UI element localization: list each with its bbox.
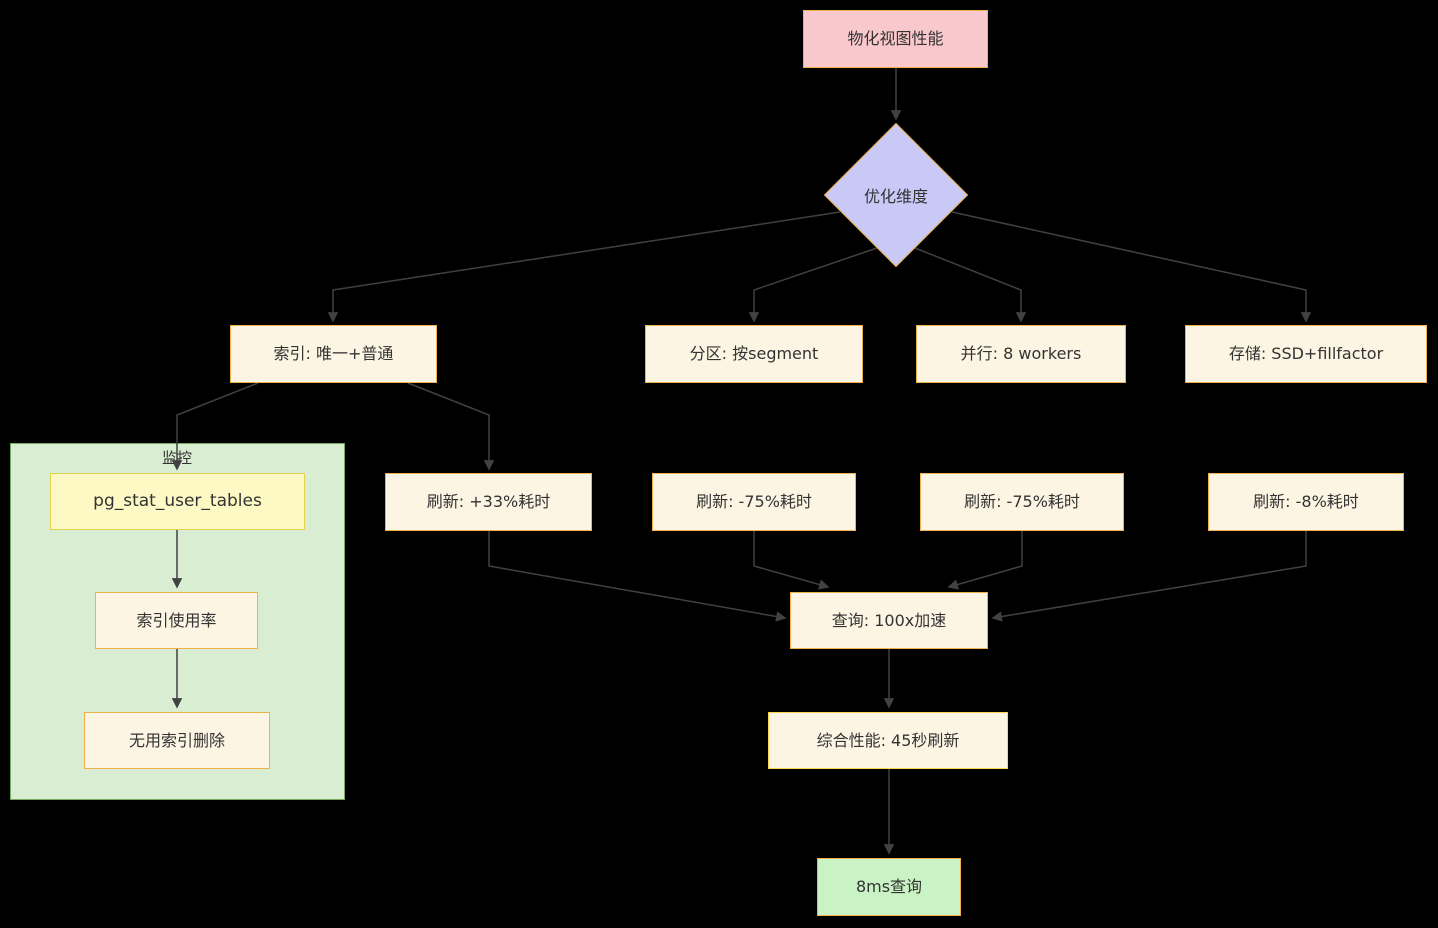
edge-decision-to-index bbox=[327, 211, 841, 323]
node-decision-diamond: 优化维度 bbox=[823, 122, 969, 268]
node-pg-stat-user-tables: pg_stat_user_tables bbox=[50, 473, 305, 530]
edge-refresh75b-to-query bbox=[947, 531, 1023, 590]
edge-decision-to-parallel bbox=[914, 247, 1027, 323]
node-result-8ms-query: 8ms查询 bbox=[817, 858, 961, 916]
node-root: 物化视图性能 bbox=[803, 10, 988, 68]
decision-diamond-label: 优化维度 bbox=[863, 187, 928, 206]
node-branch-storage: 存储: SSD+fillfactor bbox=[1185, 325, 1427, 383]
edge-decision-to-storage bbox=[951, 211, 1312, 323]
node-refresh-minus75-b: 刷新: -75%耗时 bbox=[920, 473, 1124, 531]
edge-index-to-pgstat bbox=[171, 382, 259, 471]
edge-refresh75a-to-query bbox=[753, 531, 830, 590]
node-branch-index: 索引: 唯一+普通 bbox=[230, 325, 437, 383]
node-refresh-minus75-a: 刷新: -75%耗时 bbox=[652, 473, 856, 531]
node-unused-index-delete: 无用索引删除 bbox=[84, 712, 270, 769]
node-branch-partition: 分区: 按segment bbox=[645, 325, 863, 383]
node-refresh-minus8: 刷新: -8%耗时 bbox=[1208, 473, 1404, 531]
edge-refresh8-to-query bbox=[991, 531, 1307, 622]
edge-decision-to-partition bbox=[748, 247, 878, 323]
node-refresh-plus33: 刷新: +33%耗时 bbox=[385, 473, 592, 531]
node-index-usage: 索引使用率 bbox=[95, 592, 258, 649]
node-branch-parallel: 并行: 8 workers bbox=[916, 325, 1126, 383]
node-summary-performance: 综合性能: 45秒刷新 bbox=[768, 712, 1008, 769]
node-query-speedup: 查询: 100x加速 bbox=[790, 592, 988, 649]
edge-refresh33-to-query bbox=[488, 531, 787, 622]
edge-index-to-refresh33 bbox=[407, 382, 495, 471]
